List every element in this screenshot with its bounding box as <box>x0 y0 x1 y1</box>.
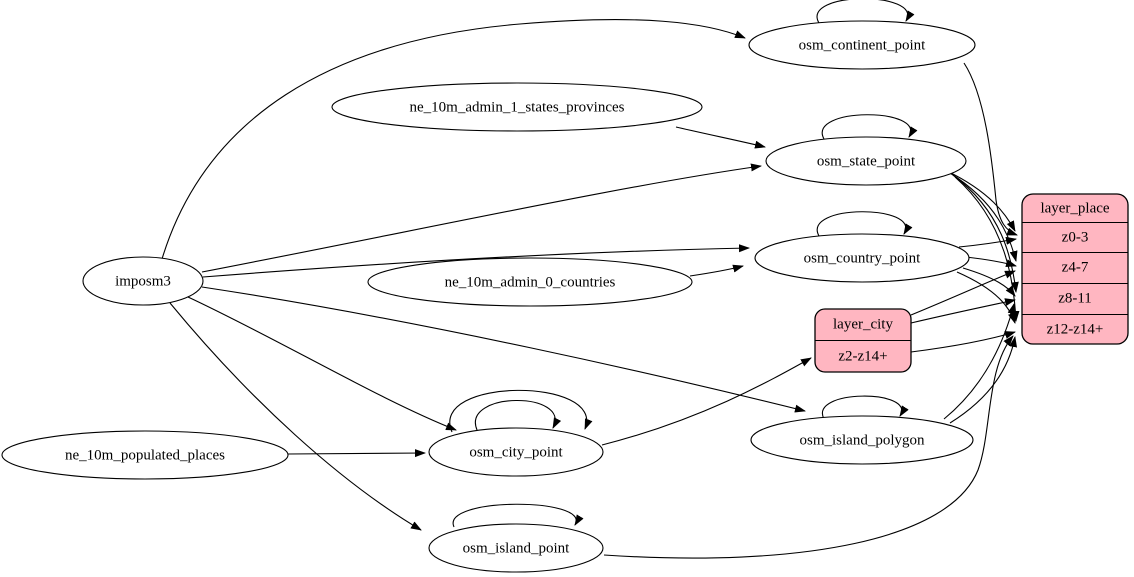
edges <box>161 0 1020 559</box>
edge-ne-populated-city <box>287 449 426 458</box>
node-imposm3-shape <box>82 256 204 306</box>
node-osm-city-point: osm_city_point <box>428 427 604 477</box>
node-osm-continent-point: osm_continent_point <box>748 20 976 70</box>
edge-country-z4-7 <box>965 256 1017 267</box>
node-imposm3-label: imposm3 <box>115 273 171 289</box>
node-layer-place-shape <box>1021 193 1129 345</box>
node-imposm3: imposm3 <box>82 256 204 306</box>
edge-imposm3-island-polygon <box>201 286 806 413</box>
node-island-point-label: osm_island_point <box>463 540 571 556</box>
node-ne-states-shape <box>331 82 703 132</box>
edge-country-z8-11 <box>962 267 1016 297</box>
edge-country-z0-3 <box>958 236 1017 248</box>
node-layer-place: layer_place z0-3 z4-7 z8-11 z12-z14+ <box>1021 193 1129 345</box>
node-island-polygon-label: osm_island_polygon <box>799 432 925 448</box>
layer-city-row-z2-z14: z2-z14+ <box>838 348 887 364</box>
node-ne-10m-admin-1-states-provinces: ne_10m_admin_1_states_provinces <box>331 82 703 132</box>
node-layer-city: layer_city z2-z14+ <box>814 308 912 373</box>
edge-state-self-loop <box>821 114 918 140</box>
edge-layer-city-z8-11 <box>910 298 1016 324</box>
node-state-label: osm_state_point <box>817 153 916 169</box>
node-ne-populated-shape <box>1 430 289 480</box>
layer-city-title: layer_city <box>833 316 893 332</box>
edge-city-self-loop-inner <box>474 399 562 431</box>
node-city-label: osm_city_point <box>469 444 563 460</box>
node-continent-shape <box>748 20 976 70</box>
edge-island-polygon-self-loop <box>821 395 909 420</box>
layer-place-row-z8-11: z8-11 <box>1058 290 1092 306</box>
edge-imposm3-continent <box>161 19 746 260</box>
node-osm-island-point: osm_island_point <box>428 523 604 573</box>
edge-ne-countries-country <box>689 264 744 277</box>
node-island-point-shape <box>428 523 604 573</box>
edge-continent-self-loop <box>816 0 915 24</box>
edge-city-self-loop-outer <box>449 389 593 433</box>
node-osm-state-point: osm_state_point <box>765 136 967 186</box>
layer-place-row-z12-z14: z12-z14+ <box>1047 321 1104 337</box>
layer-place-row-z4-7: z4-7 <box>1062 259 1089 275</box>
edge-island-point-z12-z14 <box>603 335 1014 559</box>
edge-layer-city-z4-7 <box>910 270 1016 316</box>
node-ne-countries-shape <box>367 257 693 307</box>
edge-city-layer-city <box>601 357 812 446</box>
layer-place-title: layer_place <box>1040 200 1109 216</box>
node-state-shape <box>765 136 967 186</box>
node-ne-states-label: ne_10m_admin_1_states_provinces <box>410 99 625 115</box>
edge-state-z4-7 <box>949 172 1018 262</box>
edge-continent-z0-3 <box>963 62 1018 236</box>
node-city-shape <box>428 427 604 477</box>
node-continent-label: osm_continent_point <box>799 37 926 53</box>
node-osm-country-point: osm_country_point <box>754 233 970 283</box>
edge-country-z12-z14 <box>956 271 1016 324</box>
layer-place-row-z0-3: z0-3 <box>1062 229 1089 245</box>
node-island-polygon-shape <box>750 415 974 465</box>
edge-imposm3-country <box>202 244 750 278</box>
edge-state-z8-11 <box>952 174 1019 293</box>
node-ne-populated-label: ne_10m_populated_places <box>65 447 225 463</box>
edge-island-point-self-loop <box>452 503 584 528</box>
node-country-shape <box>754 233 970 283</box>
edge-ne-states-state <box>675 126 766 149</box>
edge-state-z0-3 <box>946 170 1016 232</box>
edge-country-self-loop <box>816 211 913 237</box>
node-ne-10m-populated-places: ne_10m_populated_places <box>1 430 289 480</box>
edge-imposm3-state <box>201 163 762 273</box>
node-osm-island-polygon: osm_island_polygon <box>750 415 974 465</box>
node-country-label: osm_country_point <box>804 250 921 266</box>
node-ne-countries-label: ne_10m_admin_0_countries <box>445 274 616 290</box>
edge-layer-city-z12-z14 <box>910 331 1016 353</box>
node-ne-10m-admin-0-countries: ne_10m_admin_0_countries <box>367 257 693 307</box>
edge-island-polygon-z8-11 <box>943 303 1016 420</box>
edge-imposm3-island-point <box>169 302 422 531</box>
edge-island-polygon-z12-z14 <box>949 336 1018 424</box>
edge-imposm3-city <box>187 296 457 431</box>
